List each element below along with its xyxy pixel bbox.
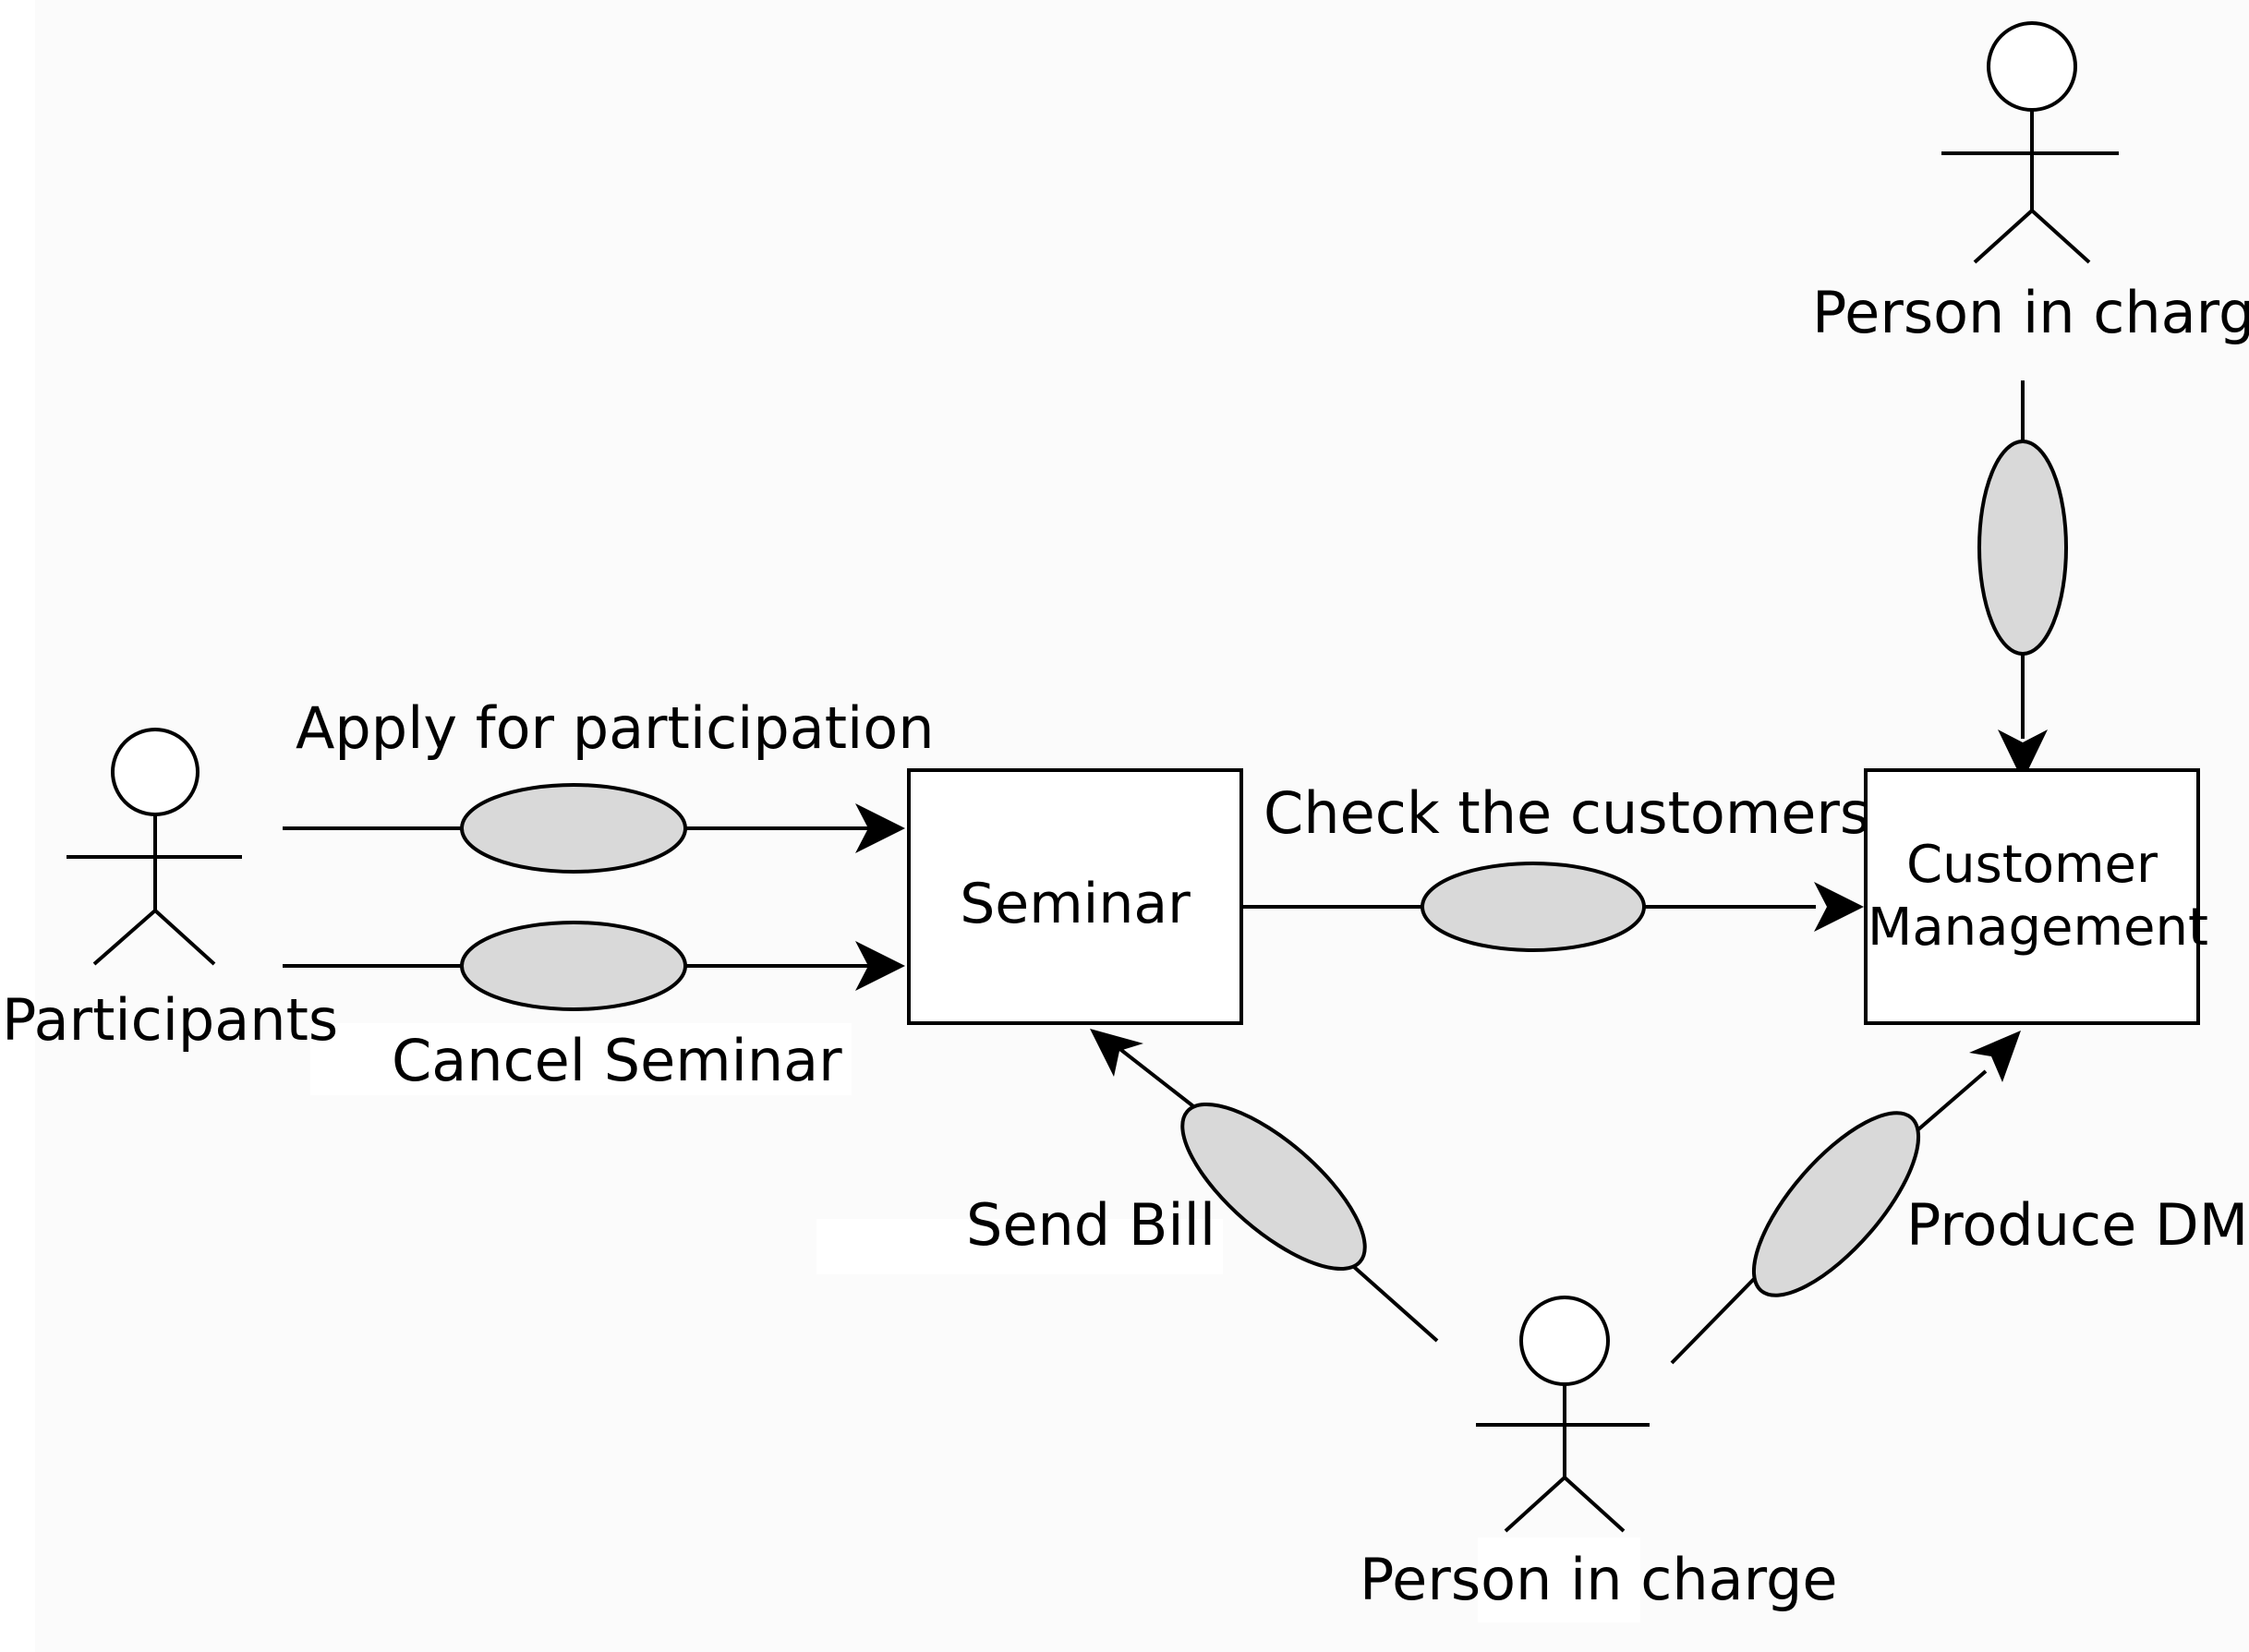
arrowhead-produce-dm (1969, 1031, 2021, 1082)
use-case-check-ellipse (1421, 862, 1646, 952)
actor-person-bottom-figure (1476, 1296, 1650, 1533)
actor-person-top-head (1987, 21, 2077, 112)
use-case-produce-dm-label: Produce DM (1906, 1191, 2249, 1259)
arrowhead-check (1814, 882, 1864, 932)
use-case-send-bill-ellipse (1180, 1102, 1367, 1272)
actor-participants-label: Participants (2, 986, 339, 1054)
actor-person-top-label: Person in charge (1812, 279, 2249, 346)
use-case-check-label: Check the customers (1264, 779, 1870, 847)
link-produce-dm (1670, 1069, 1988, 1365)
link-send-bill (1116, 1045, 1439, 1343)
actor-participants-head (111, 728, 200, 816)
arrowhead-person-top (1998, 730, 2048, 781)
seminar-box: Seminar (907, 768, 1243, 1025)
actor-person-bottom-head (1519, 1296, 1610, 1386)
use-case-cancel-ellipse (460, 921, 687, 1011)
seminar-label: Seminar (960, 872, 1191, 936)
arrowhead-cancel (855, 941, 905, 991)
use-case-produce-dm-ellipse (1751, 1111, 1921, 1297)
label-pad-person-bottom (1478, 1537, 1640, 1622)
use-case-send-bill-label: Send Bill (966, 1191, 1216, 1259)
actor-participants-figure (67, 728, 242, 966)
customer-management-box: Customer Management (1864, 768, 2208, 1025)
use-case-apply-ellipse (460, 783, 687, 874)
customer-management-label-line1: Customer (1905, 835, 2158, 895)
arrowhead-apply (855, 803, 905, 853)
use-case-person-top-ellipse (1977, 440, 2068, 656)
actor-person-top-figure (1941, 21, 2119, 264)
actor-person-bottom-label: Person in charge (1360, 1546, 1838, 1613)
use-case-cancel-label: Cancel Seminar (392, 1027, 842, 1094)
label-pad-send-bill (816, 1219, 1223, 1274)
arrowhead-send-bill (1090, 1029, 1143, 1077)
use-case-apply-label: Apply for participation (296, 694, 935, 762)
customer-management-label-line2: Management (1868, 898, 2208, 958)
label-pad-cancel (310, 1023, 852, 1095)
